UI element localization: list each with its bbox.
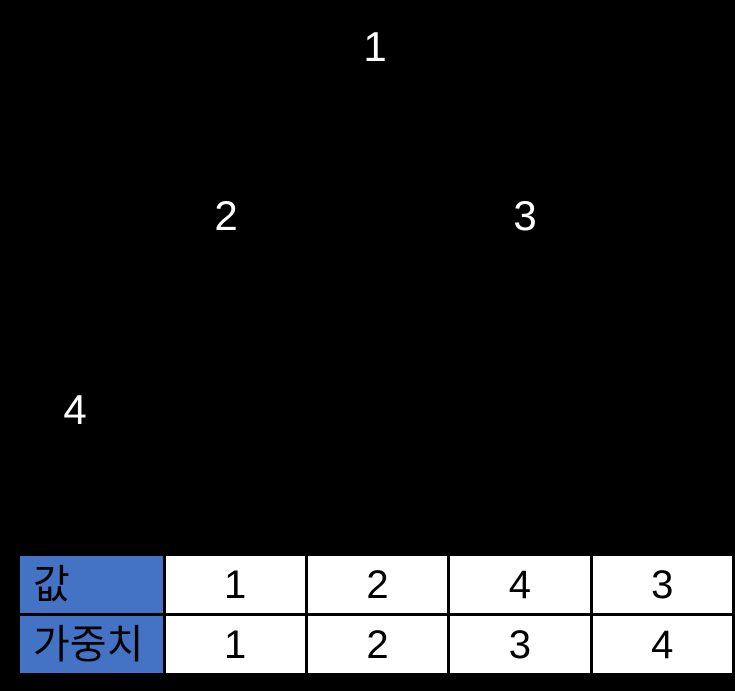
row-label-value: 값 xyxy=(17,553,166,616)
tree-node-4-label: 4 xyxy=(63,386,87,433)
table-row-values: 값 1 2 4 3 xyxy=(17,553,735,616)
tree-node-1-label: 1 xyxy=(363,23,387,70)
table-row-weights: 가중치 1 2 3 4 xyxy=(17,613,735,676)
value-weight-table: 값 1 2 4 3 가중치 1 2 3 4 xyxy=(17,553,735,676)
tree-node-3-label: 3 xyxy=(513,192,537,239)
value-cell-4: 3 xyxy=(589,553,735,616)
value-cell-1: 1 xyxy=(162,553,308,616)
tree-node-2-label: 2 xyxy=(214,192,238,239)
value-cell-2: 2 xyxy=(304,553,451,616)
weight-cell-1: 1 xyxy=(162,613,308,676)
value-cell-3: 4 xyxy=(447,553,593,616)
weight-cell-3: 3 xyxy=(447,613,593,676)
row-label-weight: 가중치 xyxy=(17,613,166,676)
weight-cell-4: 4 xyxy=(589,613,735,676)
weight-cell-2: 2 xyxy=(304,613,451,676)
